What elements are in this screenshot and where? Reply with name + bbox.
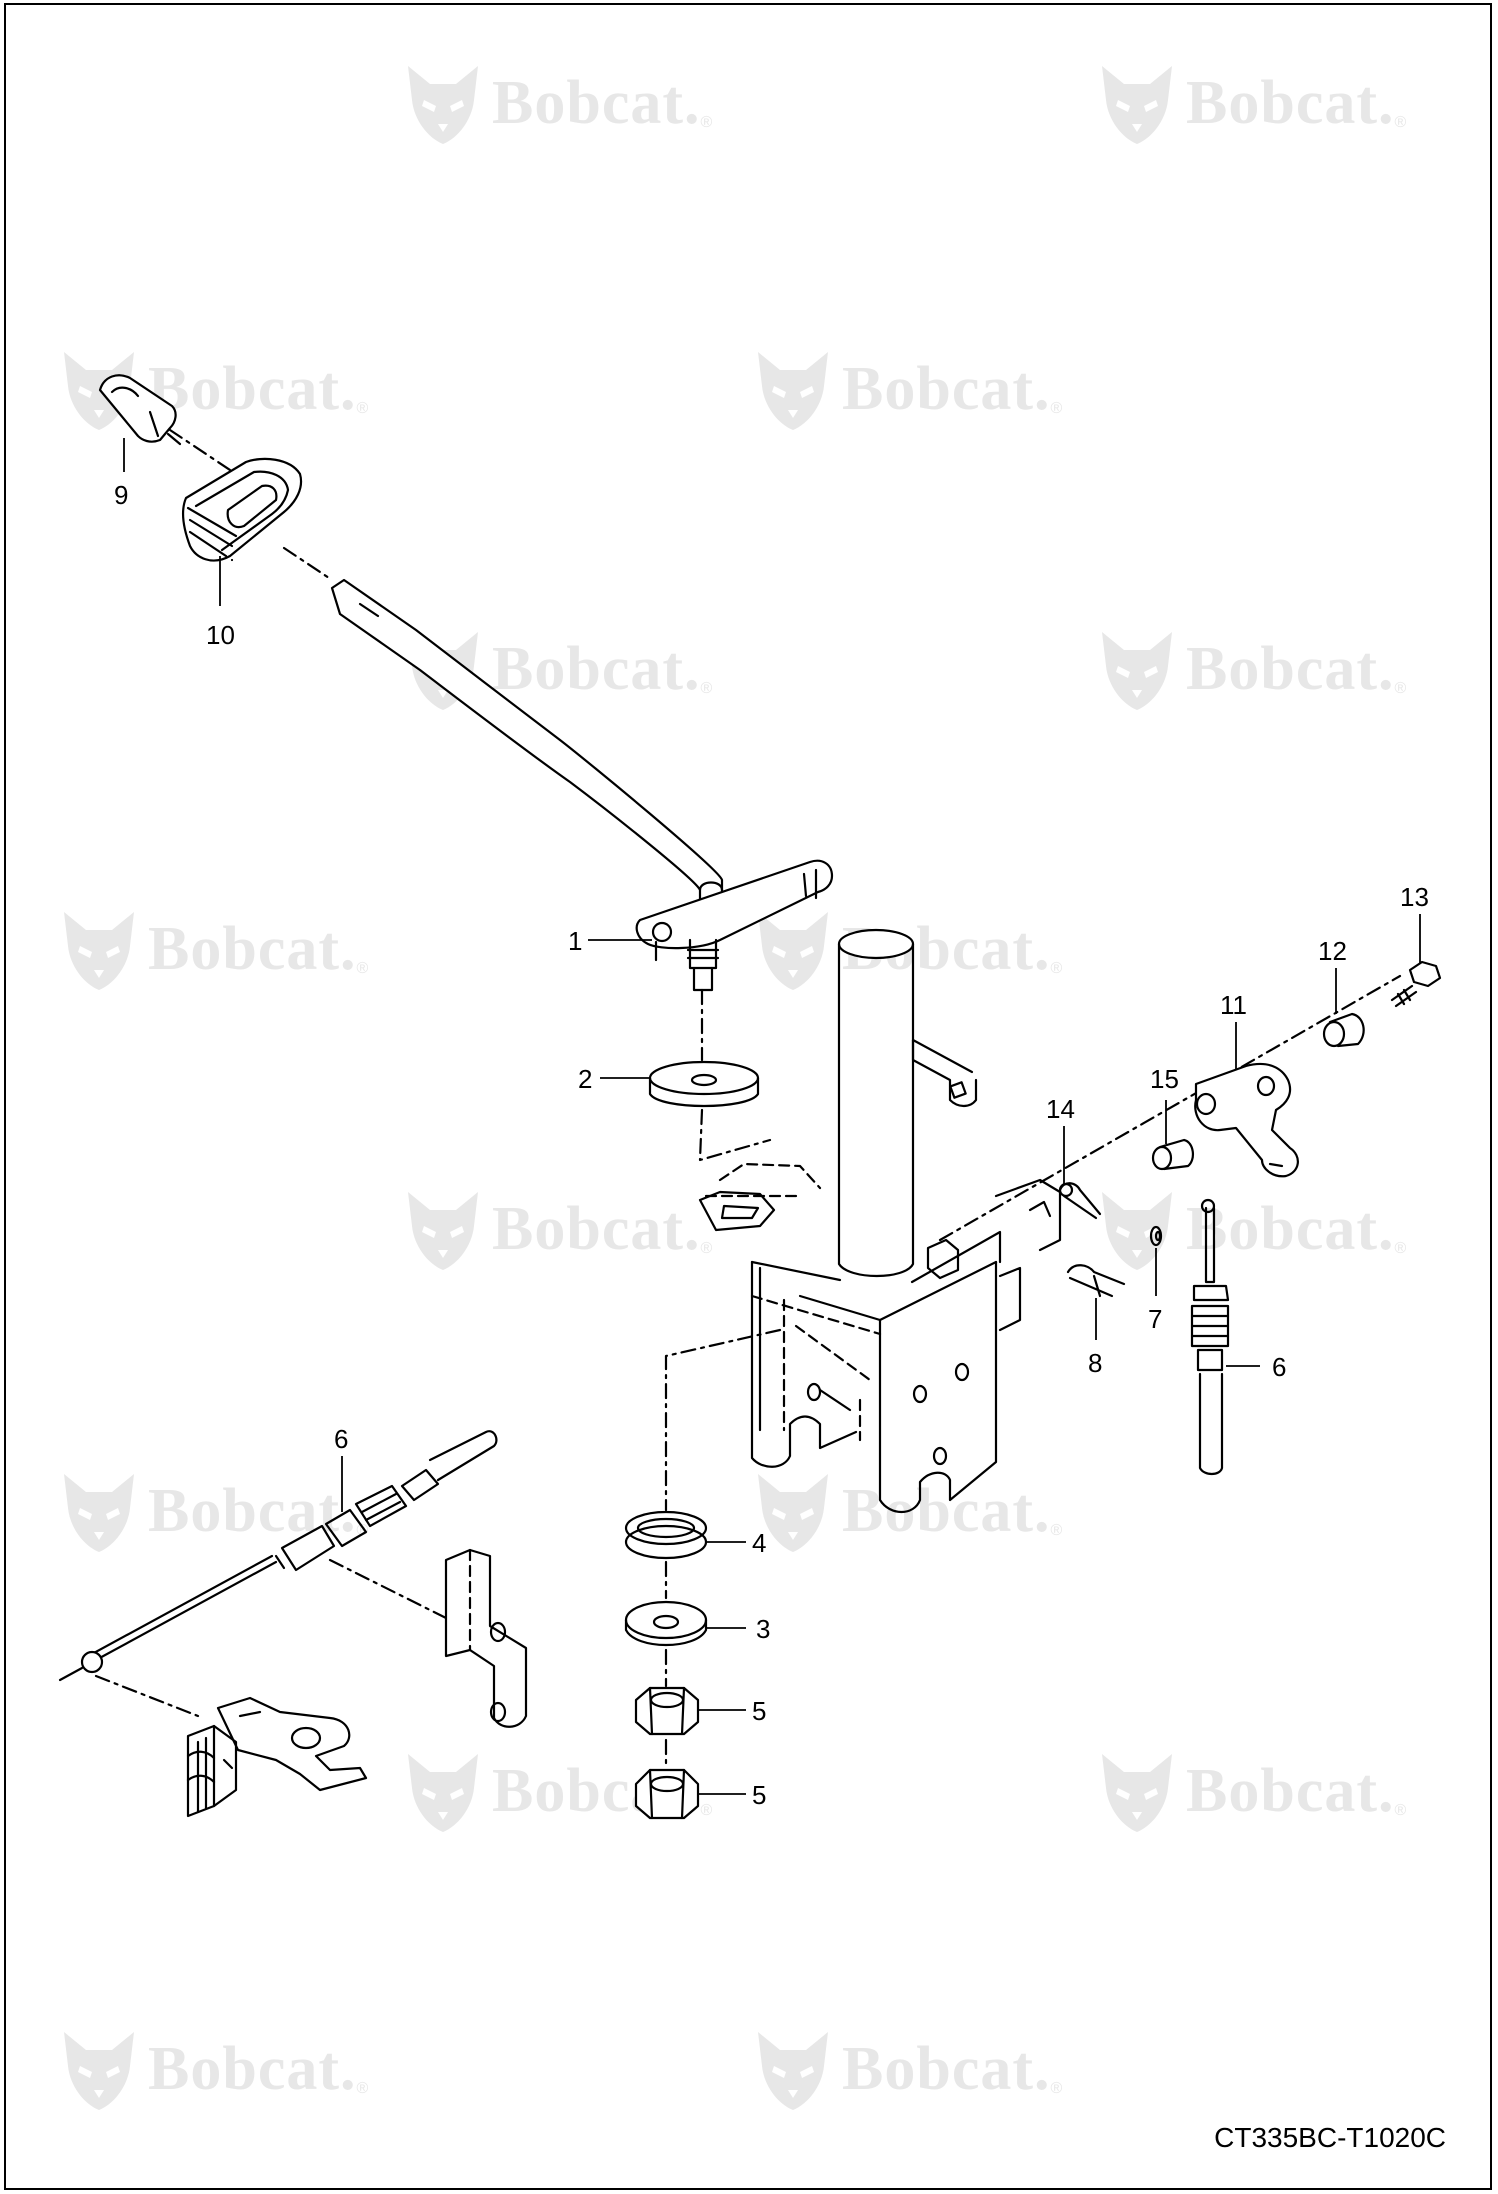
washer-part-7 — [1149, 1225, 1163, 1247]
callout-part-12: 12 — [1318, 936, 1347, 966]
callout-part-2: 2 — [578, 1064, 593, 1094]
callout-part-5-upper: 5 — [752, 1696, 767, 1726]
knob-part-9 — [98, 374, 182, 446]
callout-part-4: 4 — [752, 1528, 767, 1558]
callout-part-1: 1 — [568, 926, 583, 956]
bolt-part-13 — [1390, 960, 1442, 1008]
spring-washer-part-4 — [624, 1510, 708, 1560]
washer-part-2 — [648, 1060, 760, 1108]
callout-part-10: 10 — [206, 620, 235, 650]
cable-part-6-right — [1190, 1198, 1230, 1476]
cotter-pin-part-14 — [1058, 1182, 1102, 1220]
control-linkage — [186, 1696, 368, 1818]
bellcrank-part-11 — [1194, 1062, 1299, 1178]
callout-part-6-left: 6 — [334, 1424, 349, 1454]
spacer-part-12 — [1322, 1012, 1365, 1048]
callout-part-9: 9 — [114, 480, 129, 510]
callout-part-14: 14 — [1046, 1094, 1075, 1124]
callout-part-13: 13 — [1400, 882, 1429, 912]
mounting-bracket — [444, 1548, 528, 1728]
callout-part-3: 3 — [756, 1614, 771, 1644]
bushing-part-15 — [1151, 1138, 1194, 1171]
nut-part-5-upper — [634, 1686, 700, 1736]
callout-part-15: 15 — [1150, 1064, 1179, 1094]
drawing-frame — [4, 3, 1492, 2190]
callout-part-8: 8 — [1088, 1348, 1103, 1378]
frame-assembly — [698, 928, 1062, 1514]
callout-part-5-lower: 5 — [752, 1780, 767, 1810]
boot-part-10 — [181, 457, 303, 562]
callout-part-7: 7 — [1148, 1304, 1163, 1334]
drawing-number: CT335BC-T1020C — [1214, 2122, 1446, 2153]
callout-part-11: 11 — [1220, 990, 1247, 1020]
clip-part-8 — [1066, 1264, 1126, 1298]
flat-washer-part-3 — [624, 1600, 708, 1646]
cable-part-6-left — [58, 1430, 498, 1682]
nut-part-5-lower — [634, 1768, 700, 1820]
lever-part-1 — [330, 578, 834, 992]
callout-part-6-right: 6 — [1272, 1352, 1287, 1382]
